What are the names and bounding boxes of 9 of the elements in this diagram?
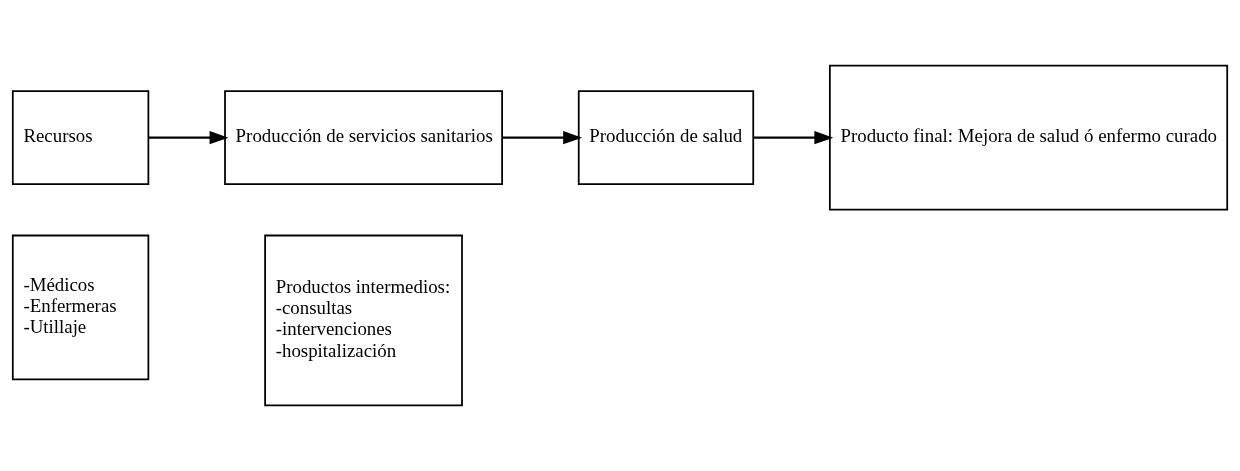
node-box: Productos intermedios: -consultas -intervenciones -hospitalización (264, 234, 463, 407)
node-box: -Médicos -Enfermeras -Utillaje (11, 234, 150, 381)
arrow (753, 131, 834, 145)
node-box: Producto final: Mejora de salud ó enfermo curado (829, 64, 1229, 211)
node-box: Recursos (11, 90, 150, 186)
arrow (502, 131, 583, 145)
arrow (148, 131, 229, 145)
node-box: Producción de salud (577, 90, 755, 186)
node-box: Producción de servicios sanitarios (224, 90, 503, 186)
